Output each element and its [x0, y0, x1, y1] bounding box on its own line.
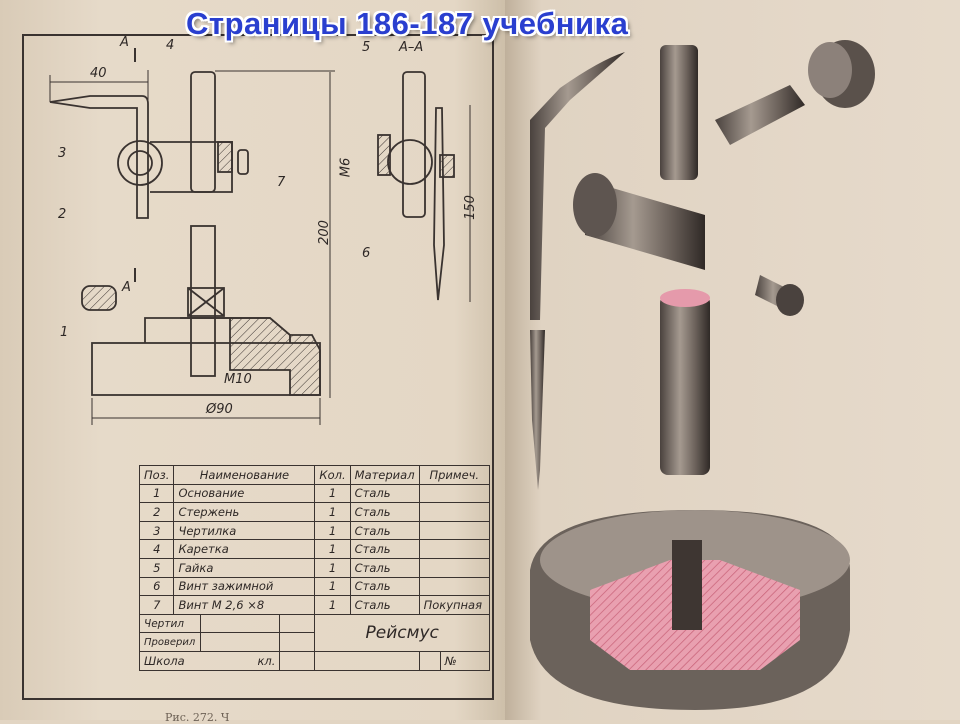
- cell-name: Стержень: [173, 502, 316, 522]
- cell-material: Сталь: [349, 576, 420, 597]
- cell-pos: 7: [138, 595, 175, 615]
- cell-qty: 1: [314, 502, 351, 522]
- header-name: Наименование: [173, 465, 316, 485]
- cell-material: Сталь: [349, 483, 420, 504]
- cell-note: [418, 502, 491, 522]
- school-label: Школа: [144, 653, 185, 668]
- dimension-m10: М10: [224, 372, 252, 387]
- stamp-row-checked: Проверил: [138, 632, 490, 652]
- cell-pos: 6: [138, 576, 175, 597]
- page-title: Страницы 186-187 учебника: [186, 6, 629, 41]
- cell-qty: 1: [314, 520, 351, 541]
- stamp-school: Школа кл.: [138, 650, 281, 671]
- grade-label: кл.: [257, 653, 276, 668]
- specification-table: Поз. Наименование Кол. Материал Примеч. …: [138, 465, 491, 671]
- isometric-parts: [530, 40, 875, 710]
- position-6: 6: [362, 246, 371, 261]
- position-7: 7: [277, 175, 286, 190]
- stamp-row-school: Школа кл. №: [138, 650, 491, 671]
- cell-qty: 1: [314, 576, 351, 597]
- stamp-number: №: [439, 650, 491, 671]
- dimension-d90: Ø90: [206, 402, 233, 417]
- header-qty: Кол.: [314, 465, 351, 485]
- section-view: [377, 71, 471, 302]
- stamp-cell: [279, 613, 316, 634]
- cell-pos: 1: [138, 483, 175, 504]
- cell-material: Сталь: [349, 557, 420, 578]
- front-view: [49, 71, 321, 396]
- header-material: Материал: [349, 465, 420, 485]
- figure-caption: Рис. 272. Ч: [165, 711, 230, 724]
- cell-pos: 2: [138, 502, 175, 522]
- stamp-cell: [279, 632, 316, 652]
- cell-note: Покупная: [418, 595, 491, 615]
- dimension-200: 200: [316, 220, 332, 245]
- cell-name: Винт М 2,6 ×8: [173, 595, 316, 615]
- dimension-m6: М6: [338, 157, 354, 178]
- cell-qty: 1: [314, 483, 351, 504]
- position-2: 2: [58, 207, 67, 222]
- cell-qty: 1: [314, 539, 351, 559]
- section-title: А–А: [399, 40, 424, 55]
- table-header-row: Поз. Наименование Кол. Материал Примеч.: [138, 465, 491, 485]
- stamp-cell: [418, 650, 441, 671]
- cell-name: Винт зажимной: [173, 576, 316, 597]
- stamp-cell: [314, 650, 420, 671]
- cell-name: Основание: [173, 483, 316, 504]
- stamp-cell: [279, 650, 316, 671]
- header-note: Примеч.: [418, 465, 491, 485]
- position-3: 3: [58, 146, 67, 161]
- cell-name: Чертилка: [173, 520, 316, 541]
- stamp-row-drew: Чертил Рейсмус: [138, 613, 490, 652]
- stamp-cell: [200, 613, 281, 634]
- stamp-cell: [200, 632, 281, 652]
- section-mark-bottom: А: [122, 280, 131, 295]
- drawing-name: Рейсмус: [314, 613, 490, 652]
- section-mark-top: А: [120, 35, 129, 50]
- cell-material: Сталь: [349, 595, 420, 615]
- cell-pos: 4: [138, 539, 175, 559]
- cell-material: Сталь: [349, 539, 420, 559]
- cell-note: [418, 539, 491, 559]
- cell-material: Сталь: [349, 520, 420, 541]
- cell-qty: 1: [314, 595, 351, 615]
- position-1: 1: [60, 325, 69, 340]
- cell-name: Каретка: [173, 539, 316, 559]
- stamp-checked: Проверил: [138, 632, 202, 652]
- cell-pos: 5: [138, 557, 175, 578]
- cell-pos: 3: [138, 520, 175, 541]
- dimension-40: 40: [90, 66, 107, 81]
- cell-name: Гайка: [173, 557, 316, 578]
- cell-note: [418, 520, 491, 541]
- dimension-150: 150: [462, 195, 478, 220]
- header-pos: Поз.: [138, 465, 175, 485]
- drawing-frame: [22, 34, 494, 700]
- cell-note: [418, 483, 491, 504]
- cell-qty: 1: [314, 557, 351, 578]
- cell-note: [418, 576, 491, 597]
- stamp-drew: Чертил: [138, 613, 202, 634]
- cell-note: [418, 557, 491, 578]
- cell-material: Сталь: [349, 502, 420, 522]
- position-4: 4: [166, 38, 175, 53]
- position-5: 5: [362, 40, 371, 55]
- dimension-lines: [49, 48, 335, 425]
